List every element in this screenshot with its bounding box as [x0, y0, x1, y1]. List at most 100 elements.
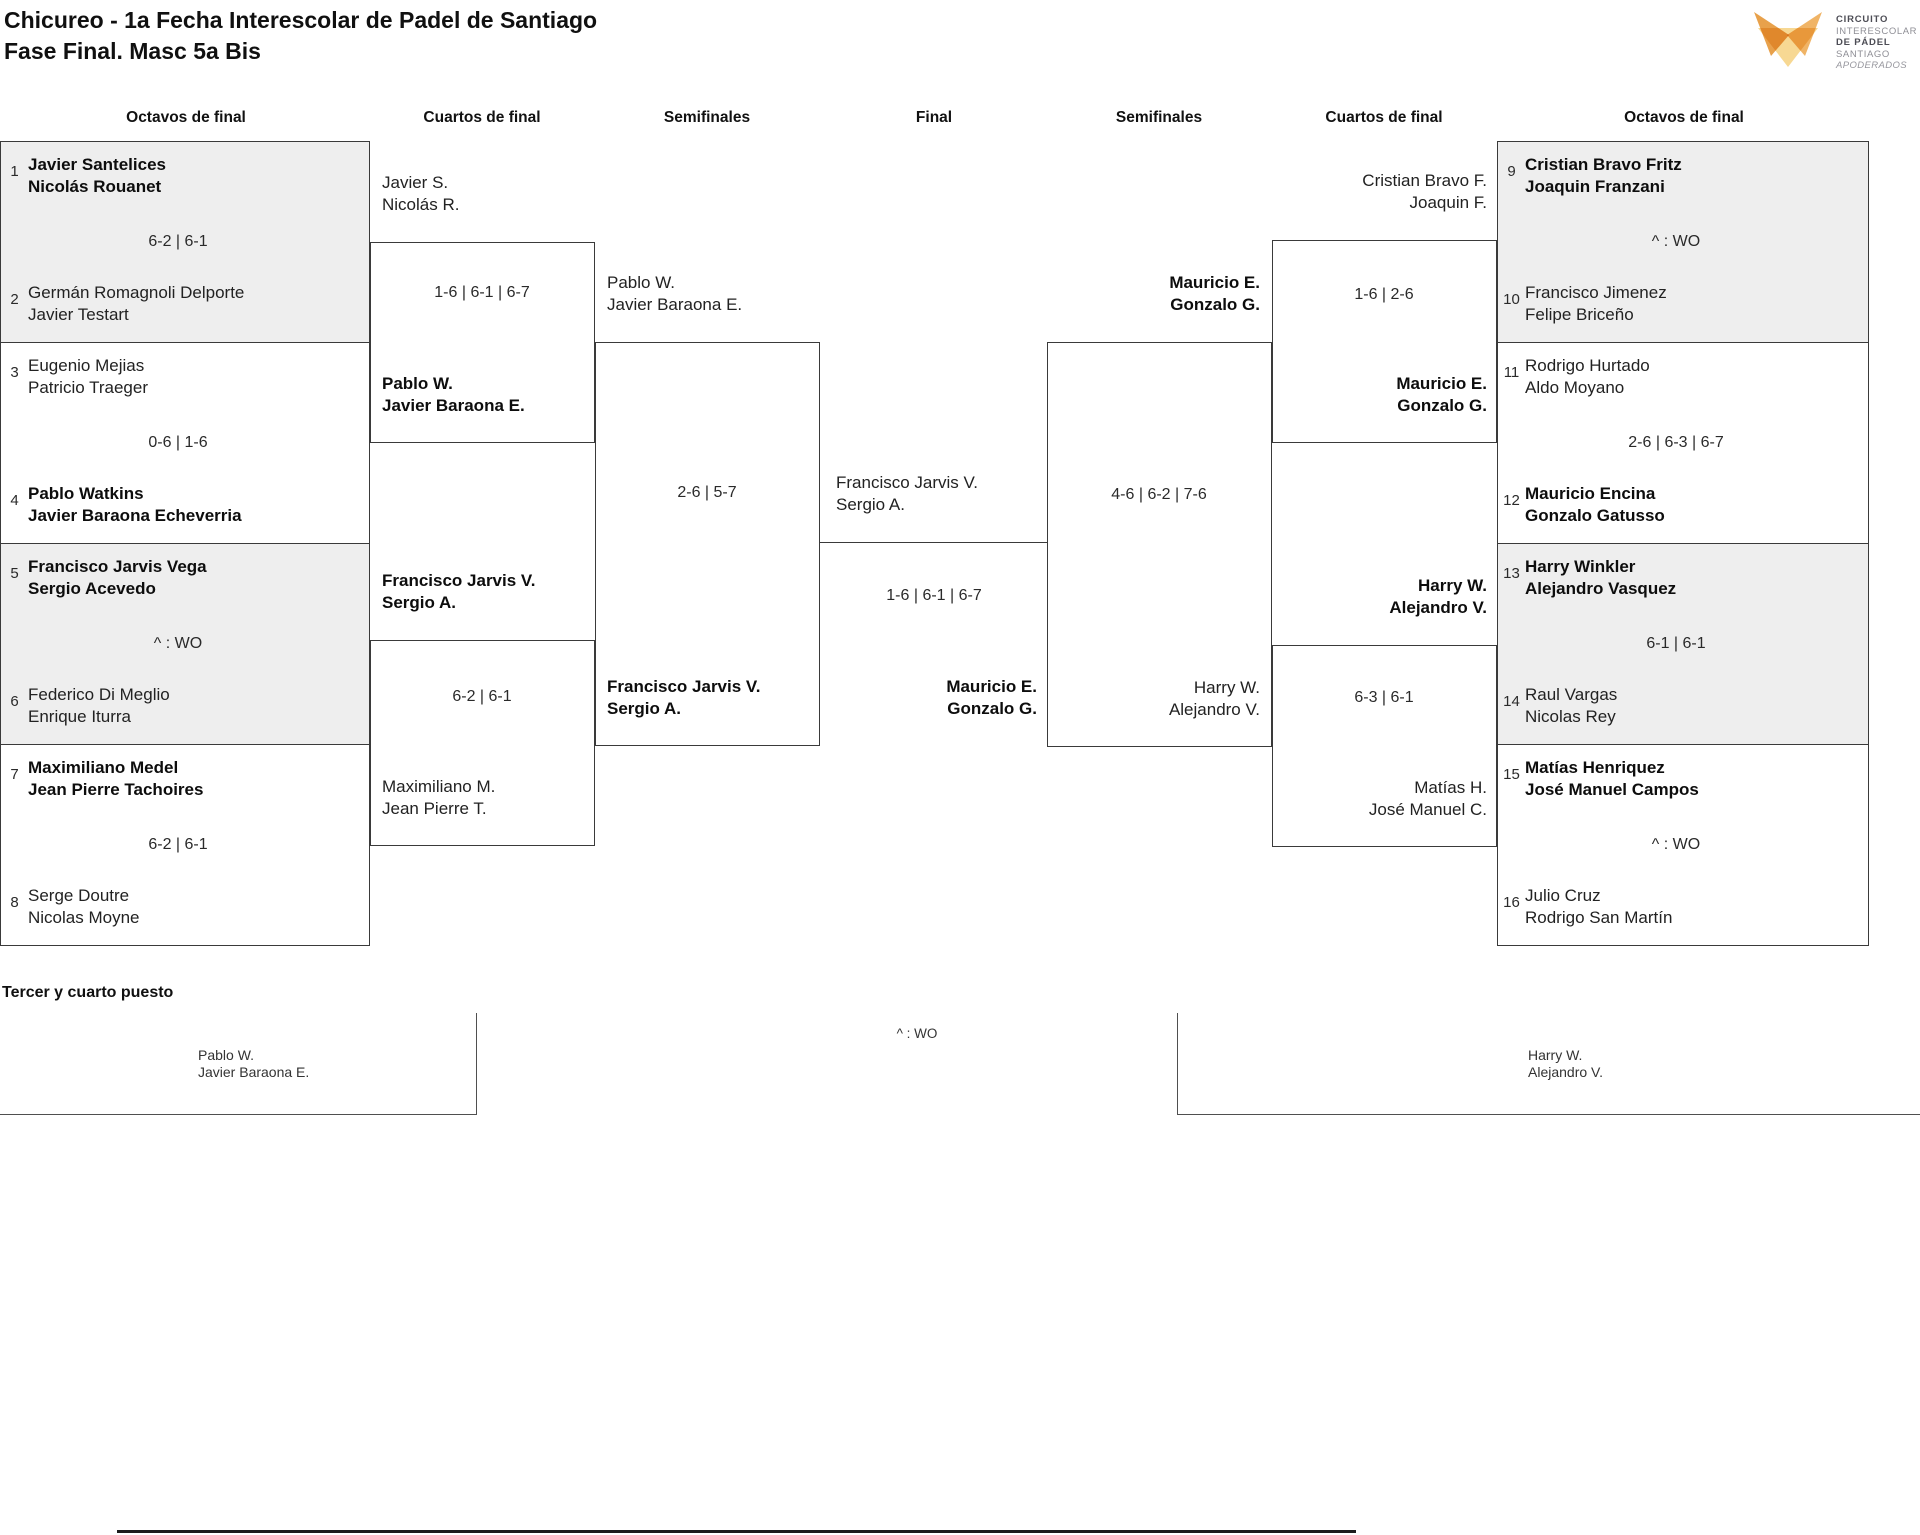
qf-right2-score: 6-3 | 6-1: [1354, 689, 1414, 706]
team-names: Raul Vargas Nicolas Rey: [1525, 685, 1618, 726]
sf-left-team-top: Pablo W. Javier Baraona E.: [607, 273, 743, 314]
round-header-octavos-left: Octavos de final: [126, 109, 246, 126]
team-row: 15 Matías Henriquez José Manuel Campos: [1498, 757, 1860, 800]
team-row: 11 Rodrigo Hurtado Aldo Moyano: [1498, 355, 1860, 398]
match-score: 6-1 | 6-1: [1646, 635, 1706, 652]
team-row: 13 Harry Winkler Alejandro Vasquez: [1498, 556, 1860, 599]
match-box-octavos-2: 3 Eugenio Mejias Patricio Traeger 0-6 | …: [0, 342, 370, 544]
match-box-quarterfinal-right-1: [1272, 240, 1497, 443]
team-row: 16 Julio Cruz Rodrigo San Martín: [1498, 885, 1860, 928]
qf-left2-team-top: Francisco Jarvis V. Sergio A.: [382, 571, 536, 612]
page-title: Chicureo - 1a Fecha Interescolar de Pade…: [4, 5, 597, 67]
logo-line-circuito: CIRCUITO: [1836, 14, 1889, 25]
team-names: Julio Cruz Rodrigo San Martín: [1525, 886, 1673, 927]
seed-number: 12: [1503, 492, 1520, 509]
team-row: 12 Mauricio Encina Gonzalo Gatusso: [1498, 483, 1860, 526]
tournament-logo: CIRCUITO INTERESCOLAR DE PÁDEL SANTIAGO …: [1748, 8, 1917, 72]
match-box-octavos-6: 11 Rodrigo Hurtado Aldo Moyano 2-6 | 6-3…: [1497, 342, 1869, 544]
match-box-octavos-3: 5 Francisco Jarvis Vega Sergio Acevedo ^…: [0, 543, 370, 745]
next-section-edge: [117, 1530, 1356, 1533]
match-score: ^ : WO: [153, 635, 203, 652]
padel-circuit-logo-icon: [1748, 8, 1828, 70]
qf-right1-team-bottom: Mauricio E. Gonzalo G.: [1396, 374, 1487, 415]
logo-line-de-padel: DE PÁDEL: [1836, 37, 1891, 48]
team-names: Cristian Bravo Fritz Joaquin Franzani: [1525, 155, 1682, 196]
match-box-semifinal-left: [595, 342, 820, 746]
team-row: 10 Francisco Jimenez Felipe Briceño: [1498, 282, 1860, 325]
qf-left2-score: 6-2 | 6-1: [452, 688, 512, 705]
team-row: 1 Javier Santelices Nicolás Rouanet: [1, 154, 361, 197]
qf-left1-team-bottom: Pablo W. Javier Baraona E.: [382, 374, 525, 415]
team-names: Rodrigo Hurtado Aldo Moyano: [1525, 356, 1650, 397]
sf-right-team-top: Mauricio E. Gonzalo G.: [1169, 273, 1260, 314]
team-names: Germán Romagnoli Delporte Javier Testart: [28, 283, 245, 324]
seed-number: 16: [1503, 894, 1520, 911]
third-place-left-box: [0, 1013, 477, 1115]
seed-number: 8: [10, 894, 19, 911]
match-box-semifinal-right: [1047, 342, 1272, 747]
team-row: 5 Francisco Jarvis Vega Sergio Acevedo: [1, 556, 361, 599]
qf-left2-team-bottom: Maximiliano M. Jean Pierre T.: [382, 777, 496, 818]
team-row: 9 Cristian Bravo Fritz Joaquin Franzani: [1498, 154, 1860, 197]
match-box-octavos-4: 7 Maximiliano Medel Jean Pierre Tachoire…: [0, 744, 370, 946]
qf-right2-team-top: Harry W. Alejandro V.: [1389, 576, 1487, 617]
match-score: 6-2 | 6-1: [148, 836, 208, 853]
match-score: 2-6 | 6-3 | 6-7: [1628, 434, 1724, 451]
seed-number: 7: [10, 766, 19, 783]
final-team-right: Mauricio E. Gonzalo G.: [946, 677, 1037, 718]
logo-text: CIRCUITO INTERESCOLAR DE PÁDEL SANTIAGO …: [1836, 8, 1917, 72]
third-place-team-right: Harry W. Alejandro V.: [1528, 1047, 1603, 1080]
match-box-octavos-8: 15 Matías Henriquez José Manuel Campos ^…: [1497, 744, 1869, 946]
page-title-line2: Fase Final. Masc 5a Bis: [4, 38, 261, 64]
match-box-quarterfinal-left-2: [370, 640, 595, 846]
seed-number: 1: [10, 163, 19, 180]
sf-right-score: 4-6 | 6-2 | 7-6: [1111, 486, 1207, 503]
qf-left1-team-top: Javier S. Nicolás R.: [382, 173, 460, 214]
seed-number: 14: [1503, 693, 1520, 710]
team-names: Maximiliano Medel Jean Pierre Tachoires: [28, 758, 204, 799]
qf-right1-score: 1-6 | 2-6: [1354, 286, 1414, 303]
seed-number: 4: [10, 492, 19, 509]
match-box-quarterfinal-left-1: [370, 242, 595, 443]
round-header-final: Final: [915, 109, 953, 126]
team-row: 3 Eugenio Mejias Patricio Traeger: [1, 355, 361, 398]
third-place-right-box: [1177, 1013, 1920, 1115]
match-box-octavos-1: 1 Javier Santelices Nicolás Rouanet 6-2 …: [0, 141, 370, 343]
final-match-line: [820, 542, 1047, 543]
seed-number: 3: [10, 364, 19, 381]
round-header-semis-left: Semifinales: [663, 109, 751, 126]
seed-number: 10: [1503, 291, 1520, 308]
round-header-semis-right: Semifinales: [1115, 109, 1203, 126]
seed-number: 15: [1503, 766, 1520, 783]
sf-right-team-bottom: Harry W. Alejandro V.: [1168, 678, 1260, 719]
seed-number: 6: [10, 693, 19, 710]
seed-number: 2: [10, 291, 19, 308]
sf-left-score: 2-6 | 5-7: [677, 484, 737, 501]
team-row: 6 Federico Di Meglio Enrique Iturra: [1, 684, 361, 727]
match-box-quarterfinal-right-2: [1272, 645, 1497, 847]
team-names: Serge Doutre Nicolas Moyne: [28, 886, 140, 927]
team-row: 4 Pablo Watkins Javier Baraona Echeverri…: [1, 483, 361, 526]
team-names: Federico Di Meglio Enrique Iturra: [28, 685, 170, 726]
team-names: Mauricio Encina Gonzalo Gatusso: [1525, 484, 1665, 525]
sf-left-team-bottom: Francisco Jarvis V. Sergio A.: [607, 677, 761, 718]
match-score: 6-2 | 6-1: [148, 233, 208, 250]
logo-line-santiago: SANTIAGO: [1836, 48, 1890, 60]
logo-line-interescolar: INTERESCOLAR: [1836, 25, 1918, 37]
seed-number: 9: [1507, 163, 1516, 180]
team-names: Francisco Jarvis Vega Sergio Acevedo: [28, 557, 207, 598]
third-place-heading: Tercer y cuarto puesto: [2, 984, 174, 1001]
seed-number: 5: [10, 565, 19, 582]
qf-left1-score: 1-6 | 6-1 | 6-7: [434, 284, 530, 301]
page-title-line1: Chicureo - 1a Fecha Interescolar de Pade…: [4, 7, 598, 33]
seed-number: 13: [1503, 565, 1520, 582]
match-score: ^ : WO: [1651, 233, 1701, 250]
round-header-octavos-right: Octavos de final: [1624, 109, 1744, 126]
round-header-cuartos-right: Cuartos de final: [1325, 109, 1443, 126]
logo-line-apoderados: APODERADOS: [1836, 60, 1908, 71]
match-box-octavos-5: 9 Cristian Bravo Fritz Joaquin Franzani …: [1497, 141, 1869, 343]
round-header-cuartos-left: Cuartos de final: [423, 109, 541, 126]
qf-right1-team-top: Cristian Bravo F. Joaquin F.: [1362, 171, 1487, 212]
team-row: 14 Raul Vargas Nicolas Rey: [1498, 684, 1860, 727]
third-place-score: ^ : WO: [896, 1026, 938, 1041]
